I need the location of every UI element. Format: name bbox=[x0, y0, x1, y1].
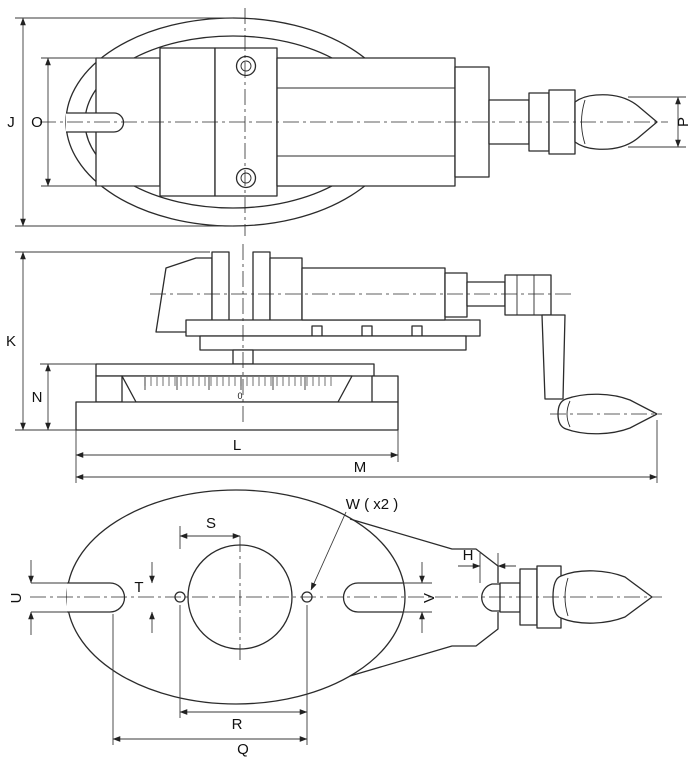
dim-label-v: V bbox=[421, 593, 438, 603]
dim-label-t: T bbox=[134, 579, 143, 596]
gib-bolt-2 bbox=[361, 325, 373, 337]
crank-hub-lines bbox=[516, 275, 535, 315]
keyway-slot-left bbox=[67, 582, 126, 613]
dimension-s: S bbox=[179, 515, 241, 549]
dim-label-s: S bbox=[206, 515, 216, 532]
crank-ball-arc bbox=[566, 400, 571, 428]
dim-label-l: L bbox=[233, 437, 241, 454]
vise-body-way-lines bbox=[277, 87, 455, 157]
dim-label-h: H bbox=[463, 547, 474, 564]
scale-zero-mark: 0 bbox=[237, 391, 242, 401]
gib-bolt-3 bbox=[411, 325, 423, 337]
dim-label-p: P bbox=[675, 117, 692, 127]
bearing-flange bbox=[444, 272, 468, 318]
keyway-slot-right bbox=[342, 582, 403, 613]
dim-label-j: J bbox=[7, 114, 15, 131]
dimension-h: H bbox=[458, 547, 516, 583]
crank-arm bbox=[541, 314, 566, 400]
jaw-bolt-bottom bbox=[235, 167, 257, 189]
dimension-l: L bbox=[75, 430, 399, 483]
dimension-n: N bbox=[32, 363, 96, 431]
keyway-slot-top-view bbox=[66, 112, 125, 133]
dim-label-o: O bbox=[31, 114, 43, 131]
dim-label-w: W ( x2 ) bbox=[346, 496, 399, 513]
bottom-view: W ( x2 ) S U T V H bbox=[8, 489, 662, 758]
crank-hub bbox=[504, 274, 552, 316]
jaw-bolt-bottom-socket bbox=[240, 172, 252, 184]
dimension-m: M bbox=[75, 420, 658, 483]
dimension-o: O bbox=[31, 57, 160, 187]
swivel-plate bbox=[95, 363, 375, 377]
gib-bolt-1 bbox=[311, 325, 323, 337]
dimension-p: P bbox=[628, 96, 692, 148]
base-plate-side bbox=[75, 401, 399, 431]
saddle-flange bbox=[199, 335, 467, 351]
screw-stub-bottom bbox=[499, 582, 521, 613]
dimension-u: U bbox=[8, 560, 67, 635]
casting-extension-outline bbox=[349, 518, 499, 677]
scale-major-ticks bbox=[142, 377, 336, 390]
saddle bbox=[185, 319, 481, 337]
dimension-v: V bbox=[403, 562, 438, 633]
front-view: 0 K N L M bbox=[6, 244, 662, 483]
lead-screw bbox=[488, 99, 530, 145]
dim-label-u: U bbox=[8, 593, 25, 604]
dim-label-n: N bbox=[32, 389, 43, 406]
clamp-block-right bbox=[371, 375, 399, 403]
dimension-r: R bbox=[179, 605, 308, 745]
top-view: J O P bbox=[7, 8, 692, 236]
dim-label-q: Q bbox=[237, 741, 249, 758]
jaw-bolt-top-socket bbox=[240, 60, 252, 72]
dim-label-r: R bbox=[232, 716, 243, 733]
callout-w: W ( x2 ) bbox=[310, 496, 399, 591]
dimension-j: J bbox=[7, 17, 233, 227]
dim-label-k: K bbox=[6, 333, 16, 350]
jaw-bolt-top bbox=[235, 55, 257, 77]
dimension-q: Q bbox=[112, 614, 308, 758]
dim-label-m: M bbox=[354, 459, 367, 476]
clamp-block-left bbox=[95, 375, 123, 403]
dimension-t: T bbox=[134, 562, 155, 633]
